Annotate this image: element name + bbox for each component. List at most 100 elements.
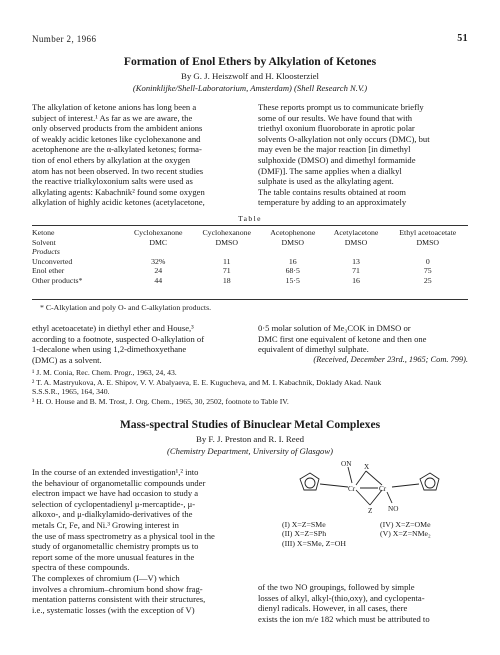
text-line: 0·5 molar solution of Me₃COK in DMSO or <box>258 323 411 333</box>
chromium-label-left: Cr <box>348 485 356 493</box>
text-line: DMC first one equivalent of ketone and t… <box>258 333 427 344</box>
table-cell: DMSO <box>215 237 238 247</box>
nitrosyl-label-bottom: NO <box>388 505 398 513</box>
dichromium-structure-diagram: ON Cr Cr X Z NO <box>299 460 440 515</box>
reference-line: ¹ J. M. Conia, Rec. Chem. Progr., 1963, … <box>32 368 177 377</box>
table-cell: Acetylacetone <box>333 228 379 237</box>
table-cell: 16 <box>288 256 297 266</box>
cyclopentadienyl-ring-right <box>419 472 440 491</box>
text-line: subject of interest.¹ As far as we are a… <box>32 112 193 123</box>
text-line: equivalent of dimethyl sulphate. <box>258 344 369 355</box>
text-line: sulphate is used as the alkylating agent… <box>258 176 394 187</box>
reference-line: ³ H. O. House and B. M. Trost, J. Org. C… <box>32 396 289 406</box>
article2-left-column: In the course of an extended investigati… <box>32 467 242 615</box>
text-line: The alkylation of ketone anions has long… <box>32 102 197 112</box>
text-line: temperature by adding to an approximatel… <box>258 197 407 208</box>
ligand-entry: (II) X=Z=SPh <box>282 529 327 539</box>
table-cell: Acetophenone <box>270 228 316 237</box>
text-line: atom has not been observed. In two recen… <box>32 165 204 176</box>
text-line: The complexes of chromium (I—V) which <box>32 572 180 583</box>
text-line: the reactive trialkyloxonium salts were … <box>32 176 193 187</box>
references: ¹ J. M. Conia, Rec. Chem. Progr., 1963, … <box>32 368 468 406</box>
text-line: (DMC) as a solvent. <box>32 354 102 365</box>
ligand-row: (II) X=Z=SPh (V) X=Z=NMe₂ <box>282 529 468 538</box>
text-line: involves a chromium–chromium bond show f… <box>32 583 203 594</box>
article2-title: Mass-spectral Studies of Binuclear Metal… <box>119 418 381 431</box>
text-line: only observed products from the ambident… <box>32 123 203 134</box>
text-line: The table contains results obtained at r… <box>258 186 406 197</box>
ligand-row: (I) X=Z=SMe(IV) X=Z=OMe <box>282 520 468 529</box>
table-cell: 44 <box>154 275 163 285</box>
table-cell: Other products* <box>32 275 83 285</box>
text-line: losses of alkyl, alkyl-(thio,oxy), and c… <box>258 592 425 603</box>
received-date: (Received, December 23rd., 1965; Com. 79… <box>313 355 468 364</box>
ring-aromatic-circle-right <box>424 477 436 489</box>
text-line: may even be the major reaction [in dimet… <box>258 144 411 155</box>
table-cell: 75 <box>423 266 432 276</box>
table-row: Products <box>32 247 468 257</box>
text-line: electron impact we have had occasion to … <box>32 488 199 499</box>
text-line: study of organometallic chemistry prompt… <box>32 541 199 552</box>
text-line: i.e., systematic losses (with the except… <box>32 604 195 615</box>
running-head: Number 2, 1966 51 <box>32 33 468 46</box>
article1-authors: By G. J. Heiszwolf and H. Kloosterziel <box>180 71 320 81</box>
table-cell: 71 <box>222 266 231 276</box>
article1-left-column: The alkylation of ketone anions has long… <box>32 102 242 208</box>
table-cell: DMSO <box>344 237 368 247</box>
table-cell: Ketone <box>32 228 55 237</box>
table-cell: Unconverted <box>32 256 73 266</box>
reference-line: ² T. A. Mastryukova, A. E. Shipov, V. V.… <box>32 377 382 387</box>
table-cell: DMSO <box>416 237 440 247</box>
table-footnote: * C-Alkylation and poly O- and C-alkylat… <box>40 303 212 312</box>
ligand-entry: (V) X=Z=NMe₂ <box>380 529 431 539</box>
text-line: report some of the more unusual features… <box>32 551 195 562</box>
article2-authors: By F. J. Preston and R. I. Reed <box>195 434 305 444</box>
reference-line: S.S.S.R., 1965, 164, 340. <box>32 387 110 397</box>
table-cell: 15·5 <box>285 275 300 285</box>
table-cell: DMC <box>149 237 168 247</box>
text-line: the behaviour of organometallic compound… <box>32 477 206 488</box>
article2-affiliation: (Chemistry Department, University of Gla… <box>167 446 333 456</box>
text-line: (DMF)]. The same applies when a dialkyl <box>258 165 402 176</box>
issue-number: Number 2, 1966 <box>32 34 97 44</box>
text-line: solvents O-alkylation not only occurs (D… <box>258 133 430 144</box>
text-line: of weakly acidic ketones like cyclohexan… <box>32 133 201 144</box>
table-cell: Enol ether <box>32 266 65 276</box>
ligand-row: (III) X=SMe, Z=OH <box>282 539 468 548</box>
nitrosyl-label-top: ON <box>341 460 352 468</box>
table-cell: 13 <box>352 256 360 266</box>
text-line: 1-decalone when using 1,2-dimethoxyethan… <box>32 344 187 355</box>
text-line: alkylating agents: Kabachnik² found some… <box>32 186 205 197</box>
table-cell: 0 <box>425 256 430 266</box>
ligand-list: (I) X=Z=SMe(IV) X=Z=OMe(II) X=Z=SPh (V) X… <box>282 520 468 548</box>
text-line: of the two NO groupings, followed by sim… <box>258 582 415 592</box>
article1-affiliation: (Koninklijke/Shell-Laboratorium, Amsterd… <box>132 83 368 93</box>
table-cell: 16 <box>352 275 360 285</box>
text-line: exists the ion m/e 182 which must be att… <box>258 613 430 624</box>
products-subheading: Products <box>32 247 60 257</box>
article1-title: Formation of Enol Ethers by Alkylation o… <box>123 55 377 68</box>
text-line: ethyl acetoacetate) in diethyl ether and… <box>32 323 194 333</box>
text-line: mentation patterns consistent with their… <box>32 594 206 605</box>
cyclopentadienyl-ring-left <box>299 472 320 491</box>
table-cell: 24 <box>154 266 163 276</box>
text-line: alkylation of highly acidic ketones (ace… <box>32 197 205 208</box>
text-line: alkoxo-, and μ-dialkylamido-derivatives … <box>32 509 193 520</box>
text-line: acetophenone are the α-alkylated ketones… <box>32 144 202 155</box>
text-line: In the course of an extended investigati… <box>32 467 199 477</box>
table-cell: 68·5 <box>285 266 300 276</box>
chromium-label-right: Cr <box>379 485 387 493</box>
table-row: Enol ether 24 71 68·5 71 75 <box>32 266 468 276</box>
table-cell: 32% <box>151 256 166 266</box>
bridge-z-label: Z <box>368 507 372 515</box>
text-line: These reports prompt us to communicate b… <box>258 102 424 112</box>
table-cell: Cyclohexanone <box>202 228 251 237</box>
table-cell: 71 <box>352 266 360 276</box>
